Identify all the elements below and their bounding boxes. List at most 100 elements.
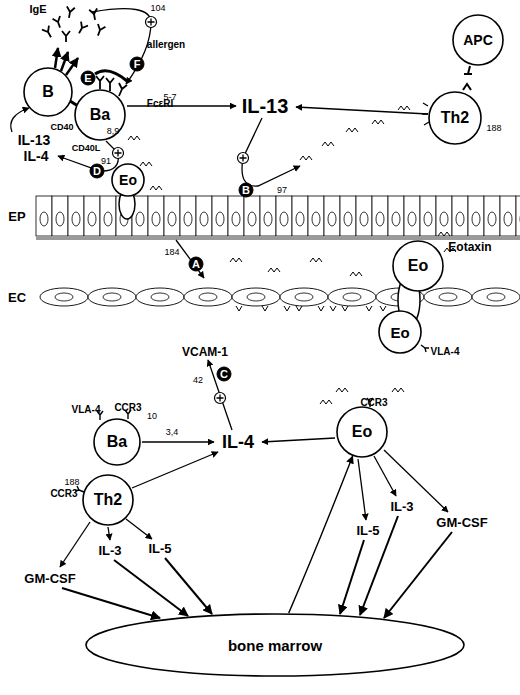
outline-ellipse <box>379 311 421 353</box>
drawing-path <box>421 345 429 352</box>
eotaxin-squiggle <box>336 388 348 392</box>
drawing-path <box>115 150 122 157</box>
cell-name: Eo <box>390 325 409 340</box>
marker-disc <box>217 367 231 381</box>
diagram-label: 10 <box>147 412 157 421</box>
cell-nucleus <box>216 212 224 226</box>
cell-circle: Eo <box>378 310 422 354</box>
epithelial-cell <box>484 196 500 236</box>
cell-nucleus <box>151 293 169 301</box>
cell-nucleus <box>376 212 384 226</box>
cell-nucleus <box>439 293 457 301</box>
drawing-path <box>62 588 160 618</box>
epithelial-cell <box>244 196 260 236</box>
basement-membrane <box>36 236 520 240</box>
cell-name: Eo <box>352 424 372 440</box>
diagram-label: 8,9 <box>107 127 120 136</box>
drawing-path <box>165 558 212 614</box>
organ-ellipse: bone marrow <box>85 613 465 677</box>
marker-disc <box>81 71 95 85</box>
cell-nucleus <box>103 293 121 301</box>
step-marker: E <box>80 70 96 86</box>
eotaxin-squiggle <box>322 142 334 146</box>
diagram-label: 188 <box>64 478 79 487</box>
endothelial-cell <box>328 288 376 306</box>
cell-nucleus <box>55 293 73 301</box>
diagram-label: 97 <box>277 186 287 195</box>
cell-circle: Th2 <box>428 91 482 145</box>
diagram-label: IL-5 <box>148 542 171 555</box>
outline-ellipse <box>83 475 133 525</box>
ige-molecule <box>76 22 88 36</box>
eotaxin-squiggle <box>398 106 410 110</box>
epithelial-cell <box>516 196 520 236</box>
epithelial-cell <box>260 196 276 236</box>
diagram-label: CD40 <box>50 123 73 132</box>
drawing-path <box>242 118 300 186</box>
endothelial-cell <box>88 288 136 306</box>
epithelial-cell <box>340 196 356 236</box>
diagram-label: EC <box>8 291 26 304</box>
drawing-path <box>463 66 472 90</box>
marker-disc <box>189 257 203 271</box>
step-letter: D <box>93 166 101 177</box>
diagram-label: 42 <box>193 376 203 385</box>
ige-molecule <box>94 24 105 37</box>
epithelial-cell <box>308 196 324 236</box>
drawing-path <box>132 452 218 488</box>
cell-nucleus <box>456 212 464 226</box>
drawing-path <box>95 71 127 81</box>
step-marker: C <box>216 366 232 382</box>
endothelial-cell <box>280 288 328 306</box>
step-marker: A <box>188 256 204 272</box>
cell-nucleus <box>168 212 176 226</box>
drawing-path <box>66 58 78 75</box>
cell-nucleus <box>248 212 256 226</box>
drawing-path <box>340 540 364 614</box>
cell-circle: Eo <box>336 406 388 458</box>
endothelial-cell <box>40 288 88 306</box>
diagram-label: IL-4 <box>24 149 49 163</box>
diagram-label: VLA-4 <box>72 405 101 415</box>
cell-nucleus <box>424 212 432 226</box>
cell-circle: APC <box>452 14 504 66</box>
cell-nucleus <box>232 212 240 226</box>
diagram-label: 188 <box>486 124 501 133</box>
drawing-g <box>113 148 124 159</box>
drawing-circle <box>113 148 124 159</box>
epithelial-cell <box>324 196 340 236</box>
ige-molecule <box>42 26 54 40</box>
eotaxin-squiggle <box>300 156 312 160</box>
diagram-label: VLA-4 <box>431 347 460 357</box>
cell-nucleus <box>328 212 336 226</box>
receptors <box>70 66 472 492</box>
drawing-path <box>58 141 118 171</box>
eotaxin-squiggle <box>128 136 140 140</box>
plus-symbols <box>113 17 249 404</box>
connector-arrow <box>289 456 353 613</box>
diagram-label: IL-4 <box>222 433 254 451</box>
cell-nucleus <box>264 212 272 226</box>
epithelial-cell <box>228 196 244 236</box>
eotaxin-squiggle <box>320 400 332 404</box>
drawing-circle <box>146 17 157 28</box>
endothelial-cell <box>184 288 232 306</box>
outline-ellipse <box>429 92 481 144</box>
cell-nucleus <box>487 293 505 301</box>
cell-nucleus <box>104 212 112 226</box>
outline-ellipse <box>112 164 144 196</box>
cell-nucleus <box>88 212 96 226</box>
step-letter: E <box>84 73 91 84</box>
epithelial-cell <box>420 196 436 236</box>
diagram-label: GM-CSF <box>24 572 75 585</box>
cell-nucleus <box>343 293 361 301</box>
ige-molecule <box>62 31 70 42</box>
eotaxin-squiggle <box>438 232 450 236</box>
outline-ellipse <box>393 241 443 291</box>
epithelial-cell <box>276 196 292 236</box>
cell-nucleus <box>152 212 160 226</box>
diagram-label: allergen <box>147 40 185 50</box>
outline-ellipse <box>24 68 72 116</box>
step-marker: F <box>129 56 145 72</box>
